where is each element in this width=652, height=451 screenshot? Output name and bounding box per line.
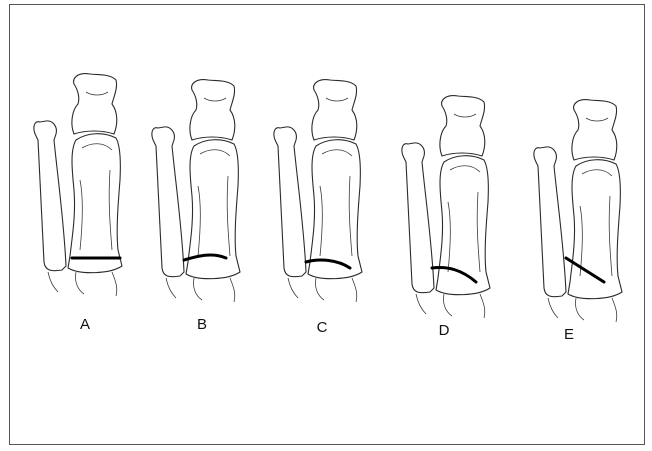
panel-a-bones	[34, 74, 122, 296]
panel-b-bones	[152, 80, 240, 302]
panel-d-label: D	[424, 322, 464, 339]
panel-c-label: C	[302, 319, 342, 336]
panel-b-label: B	[182, 316, 222, 333]
panel-e-label: E	[549, 326, 589, 343]
panel-a-label: A	[65, 316, 105, 333]
panel-d-bones	[402, 96, 490, 318]
panel-e-bones	[534, 100, 622, 322]
